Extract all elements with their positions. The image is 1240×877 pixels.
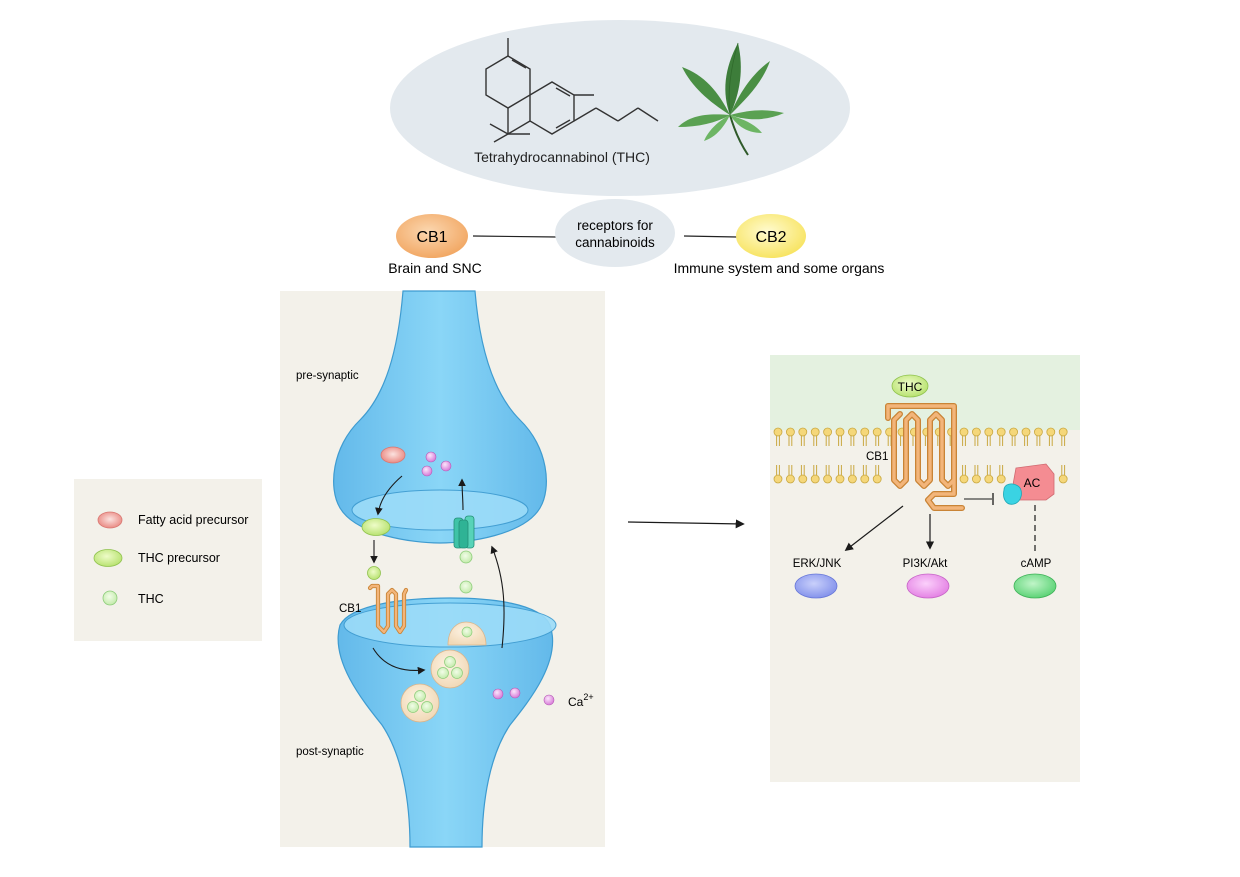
thc-molecule bbox=[459, 580, 473, 594]
thc-compound-group: Tetrahydrocannabinol (THC) bbox=[390, 20, 850, 196]
calcium-ion bbox=[543, 694, 555, 706]
retrograde-arrow bbox=[490, 545, 505, 649]
cb1-receptor-badge bbox=[396, 214, 468, 258]
cb1-location: Brain and SNC bbox=[388, 260, 481, 276]
effector-camp-label: cAMP bbox=[1021, 558, 1052, 570]
thc-precursor-icon bbox=[93, 549, 123, 567]
calcium-ion bbox=[440, 460, 452, 472]
cb2-connector bbox=[683, 235, 738, 238]
signaling-panel: THC CB1 AC ERK/JNK PI3K/Akt cAMP bbox=[770, 355, 1080, 782]
effector-pi3k-akt-label: PI3K/Akt bbox=[903, 558, 949, 570]
cb1-receptor-synapse bbox=[367, 583, 409, 635]
synthesis-arrow bbox=[372, 647, 426, 675]
thc-molecule bbox=[367, 566, 381, 580]
thc-molecule bbox=[459, 550, 473, 564]
thc-molecule bbox=[461, 626, 473, 638]
calcium-label: Ca2+ bbox=[568, 692, 594, 709]
receptors-label-line2: cannabinoids bbox=[575, 235, 655, 250]
calcium-ion bbox=[425, 451, 437, 463]
cb2-receptor-badge bbox=[736, 214, 806, 258]
cb1-connector bbox=[472, 235, 558, 238]
receptors-label-line1: receptors for bbox=[577, 218, 653, 233]
adenylyl-cyclase-label: AC bbox=[1024, 476, 1041, 490]
calcium-ion bbox=[509, 687, 521, 699]
effector-erk-jnk bbox=[794, 573, 838, 599]
receptors-bubble bbox=[555, 199, 675, 267]
legend-item-fatty-acid: Fatty acid precursor bbox=[138, 513, 248, 527]
presynaptic-terminal bbox=[333, 290, 547, 544]
cb2-location: Immune system and some organs bbox=[674, 260, 885, 276]
cb1-gpcr bbox=[885, 403, 965, 511]
conversion-arrow bbox=[375, 475, 403, 516]
cb1-receptor-label: CB1 bbox=[416, 229, 447, 246]
presynaptic-membrane bbox=[351, 489, 529, 531]
thc-ligand bbox=[891, 374, 929, 398]
compound-name: Tetrahydrocannabinol (THC) bbox=[474, 149, 650, 165]
ion-flux-arrow bbox=[458, 478, 466, 511]
postsynaptic-terminal bbox=[337, 597, 554, 848]
fatty-acid-precursor-icon bbox=[97, 511, 123, 529]
presynaptic-label: pre-synaptic bbox=[296, 370, 359, 382]
synapse-cb1-label: CB1 bbox=[339, 603, 361, 615]
thc-vesicle bbox=[430, 649, 470, 689]
legend: Fatty acid precursor THC precursor THC bbox=[74, 479, 262, 641]
calcium-ion bbox=[492, 688, 504, 700]
erk-jnk-arrow bbox=[844, 505, 904, 552]
thc-icon bbox=[102, 590, 118, 606]
cannabis-leaf-icon bbox=[678, 42, 784, 156]
synapse-panel: pre-synaptic post-synaptic CB1 bbox=[280, 290, 605, 848]
thc-precursor bbox=[361, 518, 391, 536]
gpcr-cb1-label: CB1 bbox=[866, 451, 888, 463]
thc-ligand-label: THC bbox=[898, 380, 923, 394]
panel-transition-arrow bbox=[627, 519, 745, 529]
calcium-ion bbox=[421, 465, 433, 477]
compound-background bbox=[390, 20, 850, 196]
cb2-receptor-label: CB2 bbox=[755, 229, 786, 246]
fatty-acid-precursor bbox=[380, 446, 406, 464]
effector-pi3k-akt bbox=[906, 573, 950, 599]
legend-item-thc: THC bbox=[138, 592, 164, 606]
legend-item-thc-precursor: THC precursor bbox=[138, 551, 220, 565]
g-protein bbox=[1003, 483, 1022, 505]
effector-erk-jnk-label: ERK/JNK bbox=[793, 558, 842, 570]
postsynaptic-label: post-synaptic bbox=[296, 746, 364, 758]
thc-vesicle bbox=[400, 683, 440, 723]
ion-channel bbox=[453, 515, 475, 549]
thc-molecule-structure bbox=[485, 38, 659, 143]
receptors-row: receptors for cannabinoids CB1 Brain and… bbox=[388, 199, 884, 276]
effector-camp bbox=[1013, 573, 1057, 599]
